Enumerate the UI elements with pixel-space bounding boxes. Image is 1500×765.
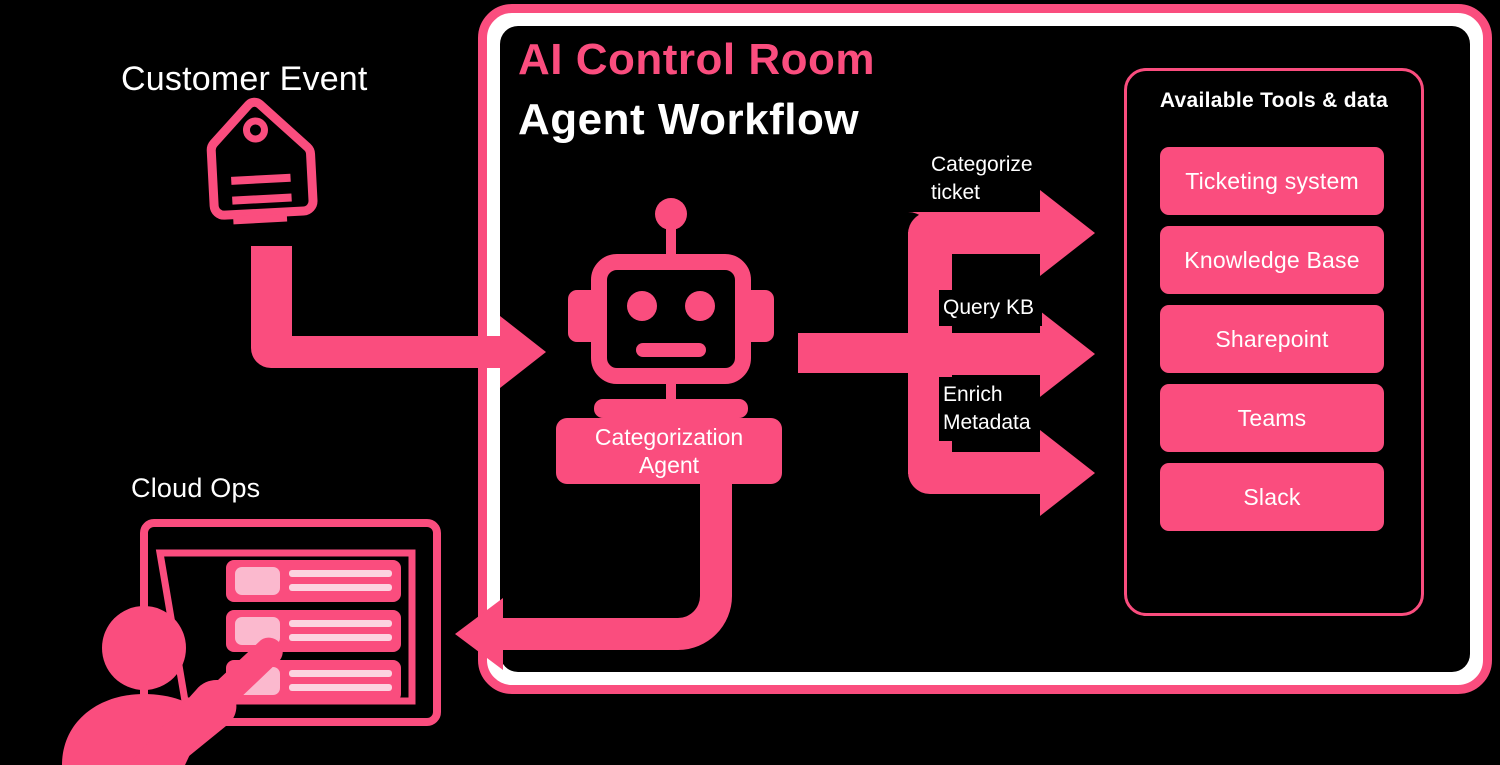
tag-stripes-icon [231,173,292,225]
robot-neck-icon [666,384,676,402]
customer-event-label: Customer Event [121,60,368,98]
tool-item-sharepoint[interactable]: Sharepoint [1160,305,1384,373]
robot-antenna-ball-icon [655,198,687,230]
tool-label: Sharepoint [1215,325,1329,352]
tool-item-teams[interactable]: Teams [1160,384,1384,452]
tools-panel-title: Available Tools & data [1159,89,1389,112]
available-tools-panel: Available Tools & data Ticketing system … [1124,68,1424,616]
tag-icon [206,97,318,225]
robot-antenna-stem-icon [666,226,676,258]
tools-list: Ticketing system Knowledge Base Sharepoi… [1160,147,1384,542]
robot-eye-left-icon [627,291,657,321]
panel-title-secondary: Agent Workflow [518,95,860,144]
branch-label-categorize-ticket: Categorize ticket [931,151,1033,207]
robot-head-icon [591,254,751,384]
cloud-ops-label: Cloud Ops [131,473,261,503]
person-pointing-arm-icon [128,637,283,765]
robot-ear-right-icon [748,290,774,342]
robot-icon [556,198,786,418]
person-head-icon [102,606,186,690]
robot-mouth-icon [636,343,706,357]
agent-box-label-line2: Agent [638,452,700,478]
tag-body-icon [206,97,318,220]
tool-label: Slack [1243,483,1301,510]
robot-ear-left-icon [568,290,594,342]
branch-label-query-kb: Query KB [939,290,1043,326]
panel-title-primary: AI Control Room [518,35,876,84]
tool-item-slack[interactable]: Slack [1160,463,1384,531]
dashboard-row-1-thumb [235,567,280,595]
agent-box-label-line1: Categorization [594,424,744,450]
dashboard-row-3-line-1 [289,670,392,677]
cloud-ops-icon [62,519,441,765]
dashboard-row-2-line-2 [289,634,392,641]
dashboard-row-1-line-1 [289,570,392,577]
dashboard-row-1-line-2 [289,584,392,591]
branch-label-enrich-metadata: Enrich Metadata [939,377,1039,441]
tool-item-ticketing-system[interactable]: Ticketing system [1160,147,1384,215]
dashboard-row-3-line-2 [289,684,392,691]
categorization-agent-box[interactable]: Categorization Agent [556,418,782,484]
dashboard-row-2-line-1 [289,620,392,627]
robot-eye-right-icon [685,291,715,321]
robot-base-icon [594,399,748,418]
tool-label: Teams [1237,404,1307,431]
tool-item-knowledge-base[interactable]: Knowledge Base [1160,226,1384,294]
tool-label: Ticketing system [1185,167,1359,194]
tool-label: Knowledge Base [1184,246,1360,273]
tag-hole-icon [242,117,268,143]
